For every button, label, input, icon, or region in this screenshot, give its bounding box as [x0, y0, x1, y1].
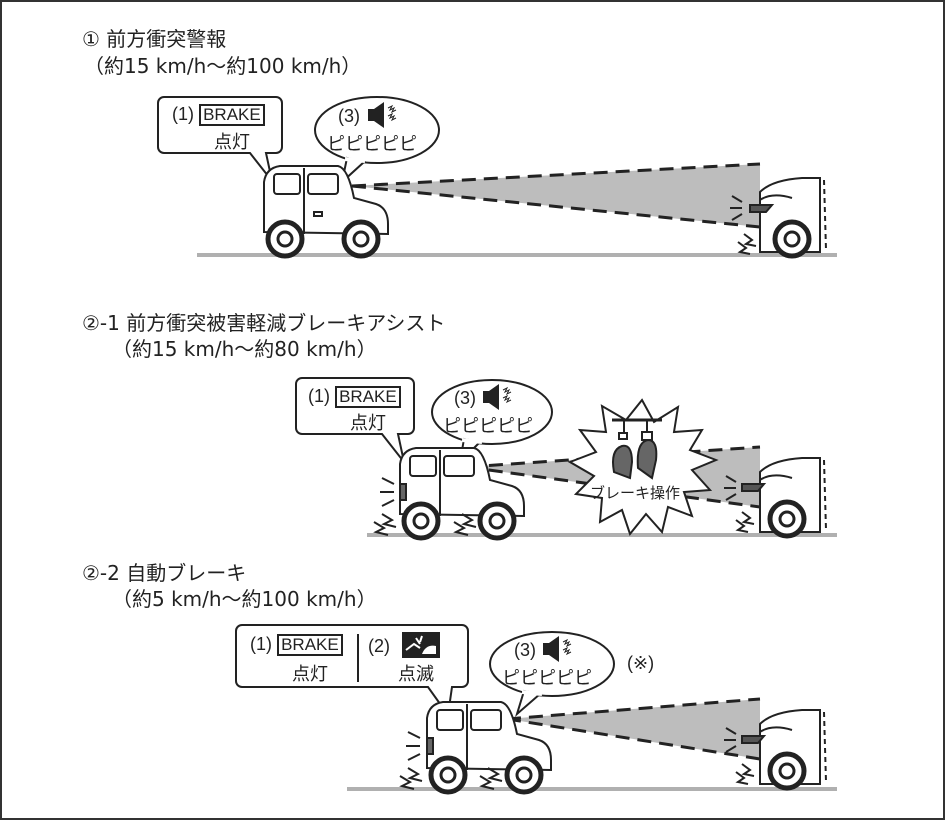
section1-buzzer-sound: ピピピピピ — [327, 134, 417, 155]
section3-van — [399, 701, 552, 795]
speaker-icon — [368, 102, 397, 128]
section3-brake-number: (1) — [250, 634, 272, 654]
section2-brake-indicator: (1) BRAKE — [308, 386, 401, 408]
section3-buzzer-number: (3) — [514, 640, 536, 660]
section1-buzzer-number: (3) — [338, 106, 360, 126]
section1-brake-status: 点灯 — [214, 132, 250, 153]
section2-brake-status: 点灯 — [350, 413, 386, 434]
section3-speed: （約5 km/h〜約100 km/h） — [112, 587, 377, 611]
section1-title: ① 前方衝突警報 — [82, 27, 227, 51]
section1-brake-indicator: (1) BRAKE — [172, 104, 265, 126]
section2-title: ②-1 前方衝突被害軽減ブレーキアシスト — [82, 311, 446, 335]
section2-buzzer-number: (3) — [454, 388, 476, 408]
section1-car-ahead — [730, 177, 827, 259]
section3-brake-indicator: (1) BRAKE — [250, 634, 343, 656]
collision-warning-icon — [402, 632, 440, 658]
speaker-icon — [543, 636, 572, 662]
section3-brake-word: BRAKE — [277, 634, 343, 656]
section3-car-ahead — [724, 709, 827, 791]
section3-note: (※) — [627, 653, 655, 673]
speaker-icon — [483, 384, 512, 410]
section2-car-ahead — [724, 457, 827, 539]
section2-buzzer-sound: ピピピピピ — [443, 416, 533, 437]
section3-icon-status: 点滅 — [398, 664, 434, 685]
section3-brake-status: 点灯 — [292, 664, 328, 685]
section1-speed: （約15 km/h〜約100 km/h） — [84, 54, 362, 78]
section2-brake-number: (1) — [308, 386, 330, 406]
section2-van — [373, 447, 525, 541]
section3-title: ②-2 自動ブレーキ — [82, 561, 247, 585]
section3-buzzer-sound: ピピピピピ — [502, 668, 592, 689]
section1-brake-word: BRAKE — [199, 104, 265, 126]
section1-van — [263, 165, 389, 259]
section2-speed: （約15 km/h〜約80 km/h） — [112, 337, 377, 361]
pedal-icon — [612, 418, 662, 480]
brake-operation-text: ブレーキ操作 — [590, 484, 681, 502]
section2-brake-word: BRAKE — [335, 386, 401, 408]
brake-operation-burst — [567, 398, 719, 537]
section3-icon-number: (2) — [368, 636, 390, 656]
section1-brake-number: (1) — [172, 104, 194, 124]
